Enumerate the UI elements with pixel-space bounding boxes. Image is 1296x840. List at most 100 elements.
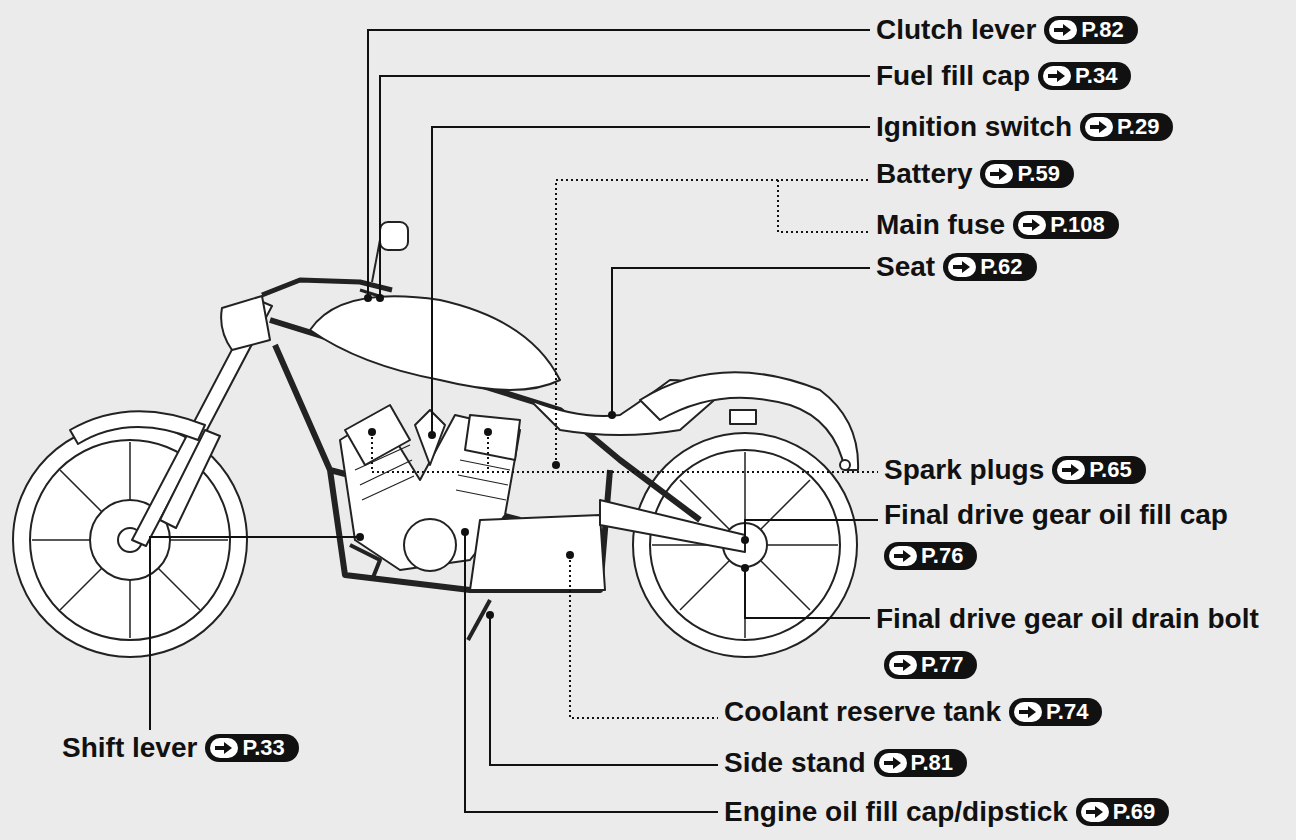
part-name: Coolant reserve tank (724, 696, 1001, 727)
arrow-shape (1019, 706, 1036, 718)
tail-light (840, 460, 850, 470)
page-arrow-icon (209, 737, 239, 759)
headlight (221, 296, 270, 350)
rear-fender (640, 372, 858, 470)
leader-dot (368, 428, 376, 436)
swingarm (600, 500, 745, 552)
arrow-pill (985, 164, 1013, 184)
part-name: Shift lever (62, 732, 197, 763)
page-number: P.62 (980, 253, 1022, 281)
part-name: Final drive gear oil drain bolt (876, 603, 1259, 634)
fork-slider (160, 430, 220, 528)
part-name: Fuel fill cap (876, 60, 1030, 91)
page-reference-badge: P.62 (943, 253, 1036, 281)
side-stand (468, 600, 490, 640)
page-arrow-icon (888, 545, 918, 567)
leader-dot (741, 536, 749, 544)
leader-dot (364, 294, 372, 302)
part-name: Engine oil fill cap/dipstick (724, 796, 1068, 827)
page-arrow-icon (888, 654, 918, 676)
part-callout: Final drive gear oil fill capP.76 (884, 498, 1228, 572)
dotted-leader-line (570, 555, 718, 718)
leader-line (150, 537, 360, 730)
leader-line (432, 127, 870, 435)
leader-dot (484, 428, 492, 436)
page-arrow-icon (1048, 19, 1078, 41)
arrow-pill (1043, 66, 1071, 86)
leader-line (368, 30, 870, 298)
arrow-pill (889, 655, 917, 675)
page-arrow-icon (1042, 65, 1072, 87)
page-reference-badge: P.29 (1080, 113, 1173, 141)
arrow-shape (1086, 806, 1103, 818)
front-cylinder-head (345, 405, 410, 465)
leader-line (465, 532, 718, 812)
leader-dot (741, 564, 749, 572)
page-arrow-icon (1084, 116, 1114, 138)
arrow-shape (1048, 70, 1065, 82)
part-name: Main fuse (876, 209, 1005, 240)
page-number: P.81 (911, 749, 953, 777)
arrow-pill (1057, 460, 1085, 480)
page-reference-badge: P.81 (874, 749, 967, 777)
part-callout: SeatP.62 (876, 250, 1037, 284)
mirror (380, 222, 408, 250)
page-arrow-icon (1013, 701, 1043, 723)
leader-line (612, 268, 870, 415)
part-name: Battery (876, 158, 972, 189)
front-fender (70, 411, 205, 444)
leader-dot (461, 528, 469, 536)
page-reference-badge: P.69 (1076, 798, 1169, 826)
rear-cylinder-head (465, 415, 520, 460)
part-callout: Fuel fill cap P.34 (876, 59, 1131, 93)
arrow-shape (1090, 121, 1107, 133)
arrow-pill (1018, 215, 1046, 235)
page-number: P.108 (1050, 211, 1105, 239)
part-callout: Battery P.59 (876, 157, 1074, 191)
page-reference-badge: P.34 (1038, 62, 1131, 90)
side-cover (470, 515, 605, 590)
part-name: Clutch lever (876, 14, 1036, 45)
page-number: P.29 (1117, 113, 1159, 141)
part-callout: Spark plugsP.65 (884, 453, 1146, 487)
part-callout: Shift leverP.33 (62, 731, 299, 765)
part-callout: Engine oil fill cap/dipstick P.69 (724, 795, 1169, 829)
arrow-pill (1014, 702, 1042, 722)
page-number: P.65 (1089, 456, 1131, 484)
leader-dot (486, 611, 494, 619)
page-reference-badge: P.82 (1044, 16, 1137, 44)
dotted-leader-line (487, 432, 489, 472)
dotted-leader-lines (372, 180, 878, 718)
part-name: Final drive gear oil fill cap (884, 499, 1228, 530)
arrow-pill (948, 257, 976, 277)
page-reference-badge: P.59 (980, 160, 1073, 188)
dotted-leader-line (778, 180, 870, 232)
part-callout: Side standP.81 (724, 746, 967, 780)
page-reference-badge: P.77 (884, 651, 977, 679)
page-number: P.74 (1046, 698, 1088, 726)
leader-line (380, 76, 870, 298)
page-reference-badge: P.108 (1013, 211, 1119, 239)
part-callout: Main fuse P.108 (876, 208, 1119, 242)
front-tire (13, 423, 247, 657)
arrow-shape (1023, 219, 1040, 231)
shift-lever (350, 545, 380, 580)
arrow-shape (884, 757, 901, 769)
fuel-tank (310, 296, 560, 390)
leader-dot (566, 551, 574, 559)
arrow-shape (953, 261, 970, 273)
arrow-shape (894, 659, 911, 671)
leader-dot (376, 294, 384, 302)
part-name: Ignition switch (876, 111, 1072, 142)
part-callout: Final drive gear oil drain boltP.77 (876, 596, 1276, 688)
arrow-shape (215, 742, 232, 754)
leader-lines (150, 30, 878, 812)
page-number: P.76 (921, 542, 963, 570)
leader-dot (428, 431, 436, 439)
motorcycle-body (13, 222, 858, 657)
leader-dot (552, 461, 560, 469)
part-callout: Coolant reserve tank P.74 (724, 695, 1102, 729)
engine-cover (404, 519, 456, 571)
arrow-shape (990, 168, 1007, 180)
arrow-pill (210, 738, 238, 758)
